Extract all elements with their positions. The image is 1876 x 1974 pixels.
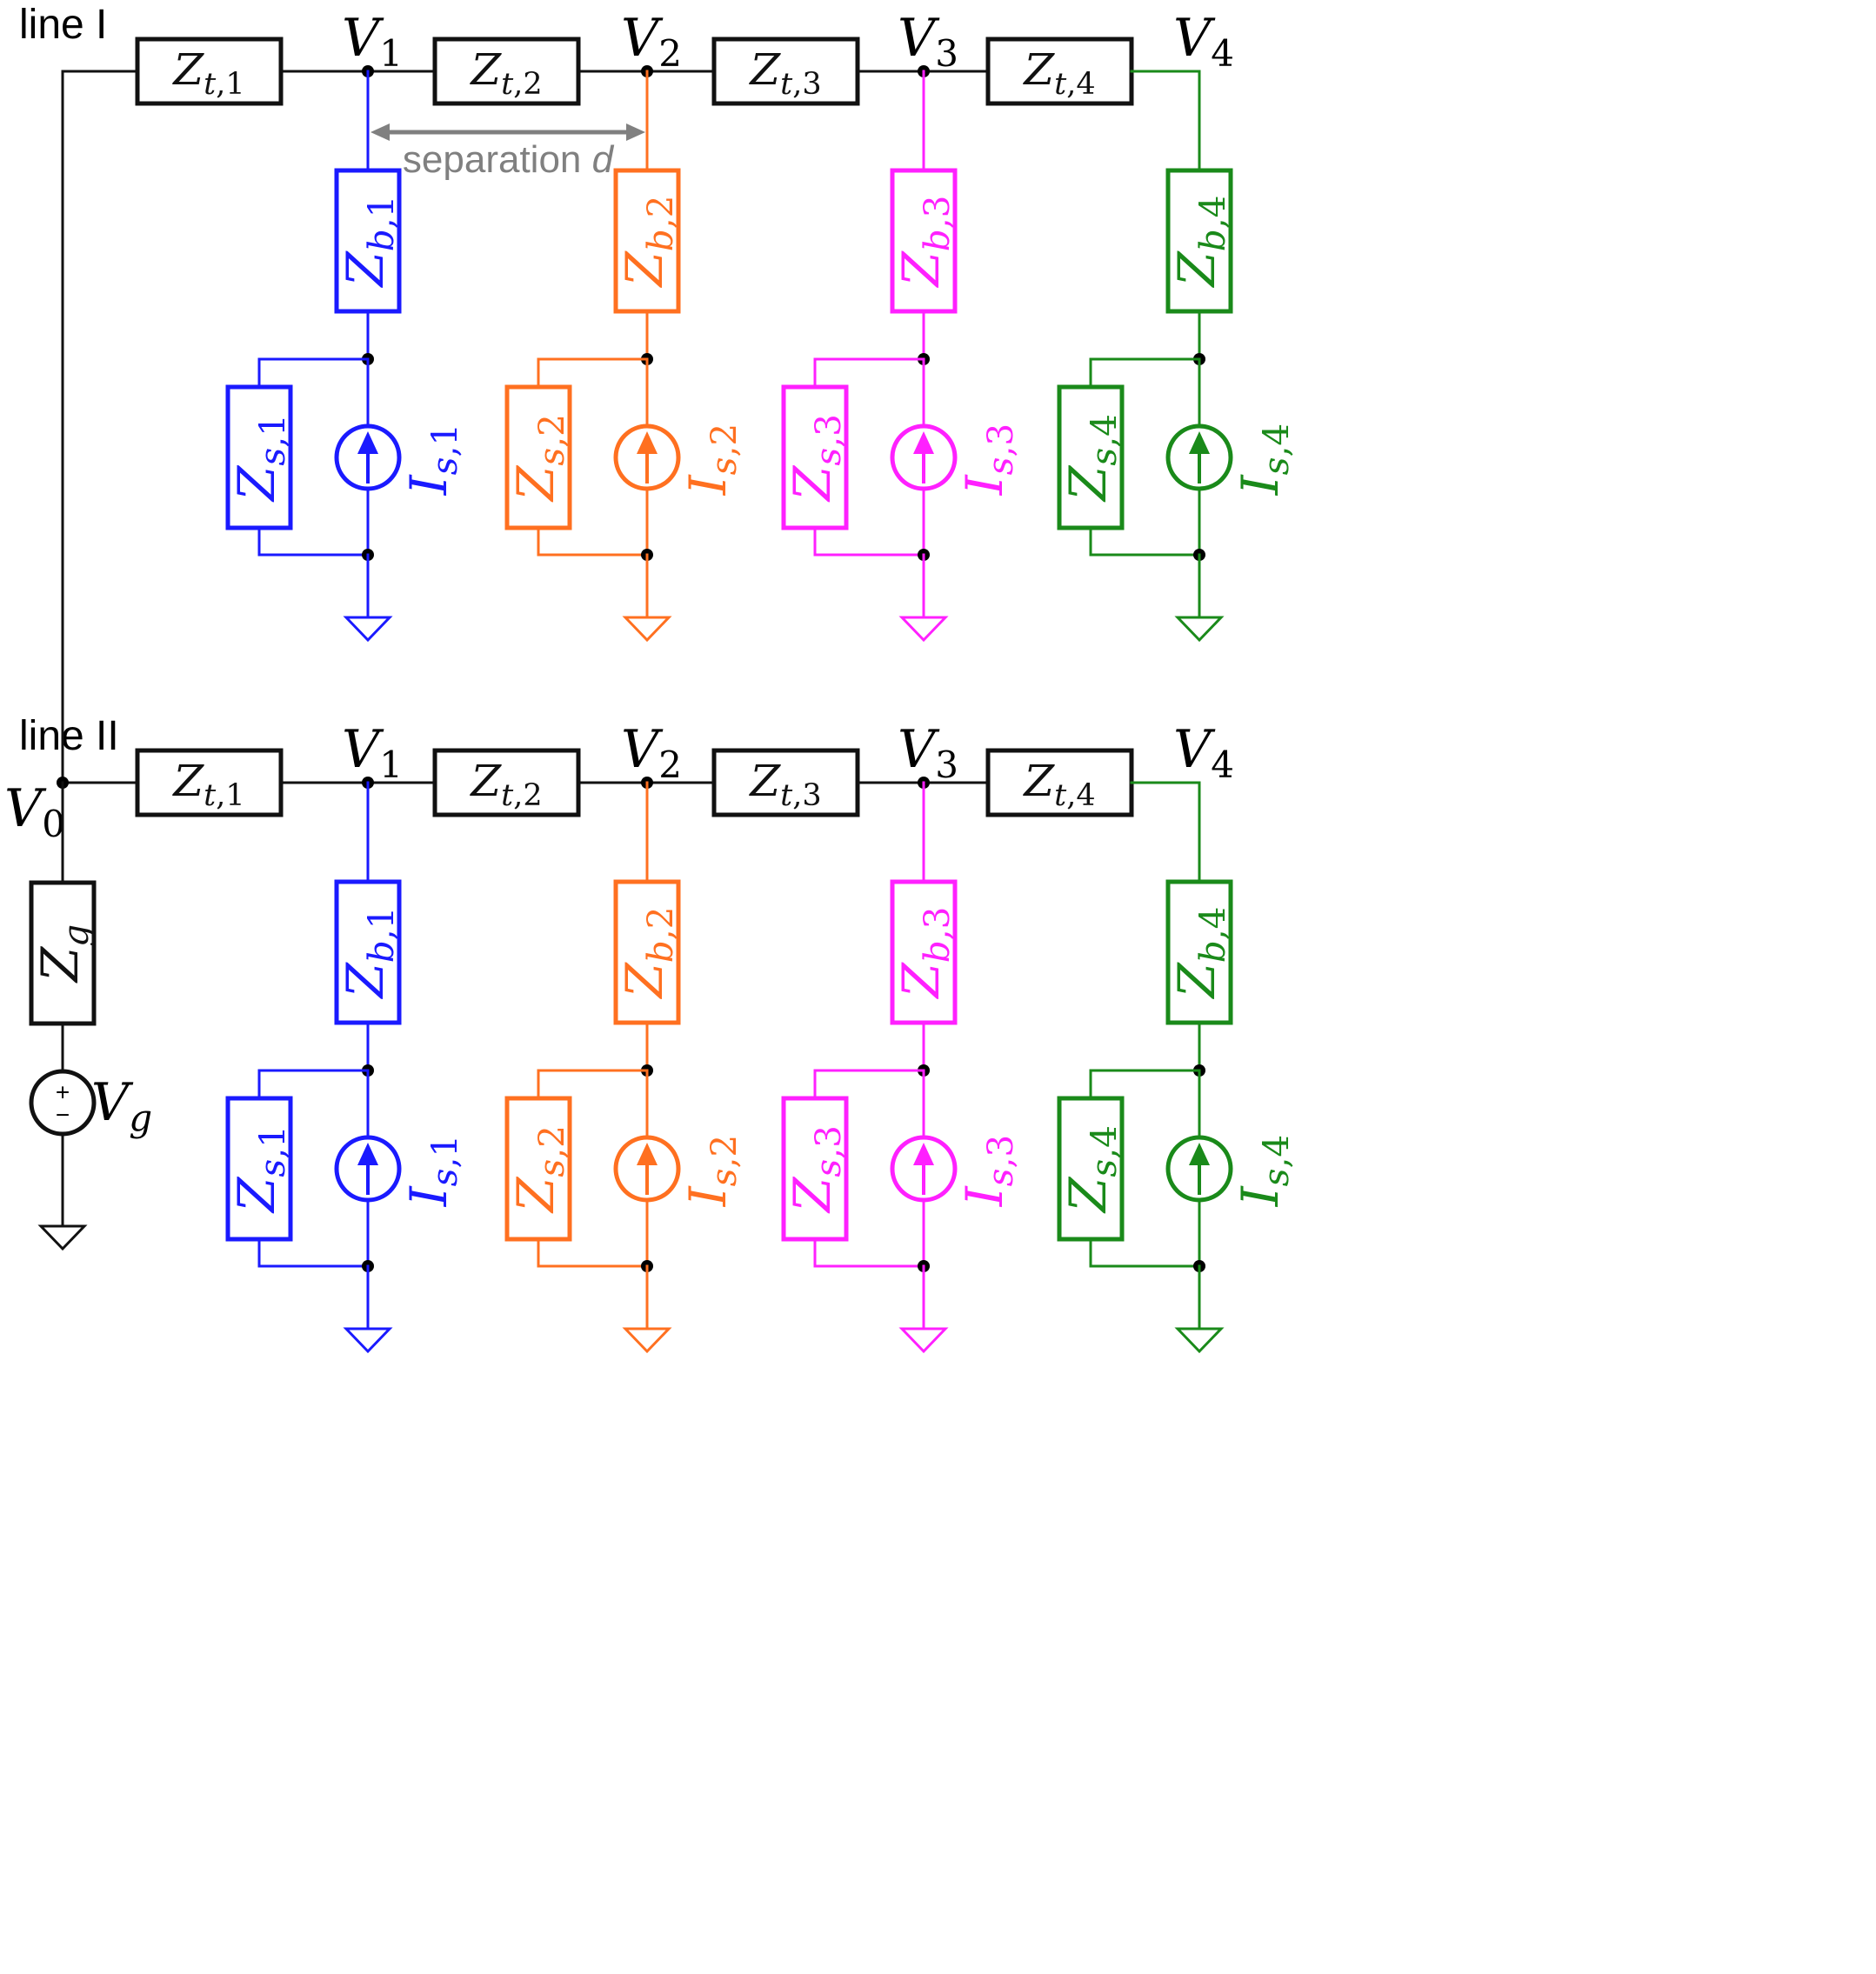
minus-sign: − [56,1101,70,1128]
branch-impedance-label: Zb,1 [336,906,402,999]
plus-sign: + [56,1078,70,1105]
node-voltage-label: V1 [342,719,403,786]
arrow-up-icon [637,1143,658,1165]
branch-impedance-box [613,168,681,314]
separation-symbol: d [592,138,615,181]
arrow-right-icon [626,123,645,141]
trunk-impedance-label: Zt,2 [469,756,542,813]
arrow-up-icon [357,431,378,454]
branch-1: Zb,1Zs,1 Is,1 [225,781,465,1354]
arrow-up-icon [913,431,934,454]
arrow-up-icon [1189,1143,1210,1165]
generator-voltage-label: Vg [91,1072,152,1139]
ground-icon [622,1327,672,1354]
node-voltage-label: V3 [898,719,958,786]
shunt-impedance-box [504,384,572,530]
generator-impedance-label: Zg [30,924,97,984]
branch-2: Zb,2Zs,2 Is,2 [504,70,744,643]
trunk-impedance-label: Zt,4 [1022,756,1095,813]
trunk-impedance-label: Zt,3 [748,44,821,102]
branch-impedance-label: Zb,2 [615,906,681,999]
node-voltage-label: V4 [1173,719,1234,786]
source-current-label: Is,2 [678,1135,744,1207]
branch-2: Zb,2Zs,2 Is,2 [504,781,744,1354]
generator-impedance-box [29,880,97,1026]
node-voltage-label: V2 [621,719,682,786]
line-label: line I [19,2,107,48]
shunt-impedance-label: Zs,3 [783,1125,849,1214]
branch-4: Zb,4Zs,4 Is,4 [1057,70,1297,643]
source-current-label: Is,1 [399,1135,465,1207]
branch-3: Zb,3Zs,3 Is,3 [781,781,1021,1354]
branch-impedance-box [613,879,681,1025]
trunk-impedance-box [432,748,581,817]
trunk-impedance-label: Zt,2 [469,44,542,102]
ground-icon [898,1327,949,1354]
shunt-impedance-label: Zs,2 [506,1125,572,1214]
source-current-label: Is,4 [1231,1135,1297,1207]
arrow-up-icon [637,431,658,454]
branch-impedance-box [334,879,402,1025]
node-voltage-label: V4 [1173,8,1234,75]
trunk-impedance-label: Zt,1 [171,44,244,102]
arrow-left-icon [371,123,390,141]
branch-impedance-label: Zb,3 [891,906,958,999]
generator-branch: Zg +−Vg [29,781,152,1251]
source-current-label: Is,2 [678,423,744,496]
branch-impedance-label: Zb,4 [1167,195,1233,288]
shunt-impedance-label: Zs,4 [1058,414,1125,503]
shunt-impedance-label: Zs,4 [1058,1125,1125,1214]
node-voltage-label: V3 [898,8,958,75]
ground-icon [343,1327,393,1354]
branch-impedance-label: Zb,1 [336,195,402,288]
arrow-up-icon [357,1143,378,1165]
shunt-impedance-label: Zs,2 [506,414,572,503]
branch-impedance-label: Zb,3 [891,195,958,288]
node-voltage-label: V2 [621,8,682,75]
ground-icon [898,616,949,643]
ground-icon [1174,616,1225,643]
branch-impedance-label: Zb,4 [1167,906,1233,999]
branch-1: Zb,1Zs,1 Is,1 [225,70,465,643]
shunt-impedance-label: Zs,1 [227,1125,293,1214]
ground-icon [622,616,672,643]
source-current-label: Is,3 [955,1135,1021,1207]
shunt-impedance-label: Zs,1 [227,414,293,503]
node-voltage-label: V0 [4,778,65,845]
ground-icon [37,1224,88,1251]
trunk-impedance-box [985,748,1134,817]
source-current-label: Is,3 [955,423,1021,496]
branch-3: Zb,3Zs,3 Is,3 [781,70,1021,643]
source-current-label: Is,4 [1231,423,1297,496]
source-current-label: Is,1 [399,423,465,496]
arrow-up-icon [913,1143,934,1165]
separation-label: separation d [403,138,615,181]
line-label: line II [19,713,119,759]
shunt-impedance-box [504,1096,572,1242]
arrow-up-icon [1189,431,1210,454]
trunk-impedance-label: Zt,1 [171,756,244,813]
trunk-impedance-box [711,748,860,817]
separation-annotation: separation d [371,123,645,181]
branch-impedance-box [1165,168,1233,314]
shunt-impedance-box [781,1096,849,1242]
trunk-impedance-label: Zt,3 [748,756,821,813]
shunt-impedance-label: Zs,3 [783,414,849,503]
trunk-impedance-label: Zt,4 [1022,44,1095,102]
separation-text: separation [403,138,592,181]
ground-icon [1174,1327,1225,1354]
node-voltage-label: V1 [342,8,403,75]
ground-icon [343,616,393,643]
shunt-impedance-box [225,1096,293,1242]
branch-4: Zb,4Zs,4 Is,4 [1057,781,1297,1354]
branch-impedance-label: Zb,2 [615,195,681,288]
trunk-impedance-box [135,748,284,817]
